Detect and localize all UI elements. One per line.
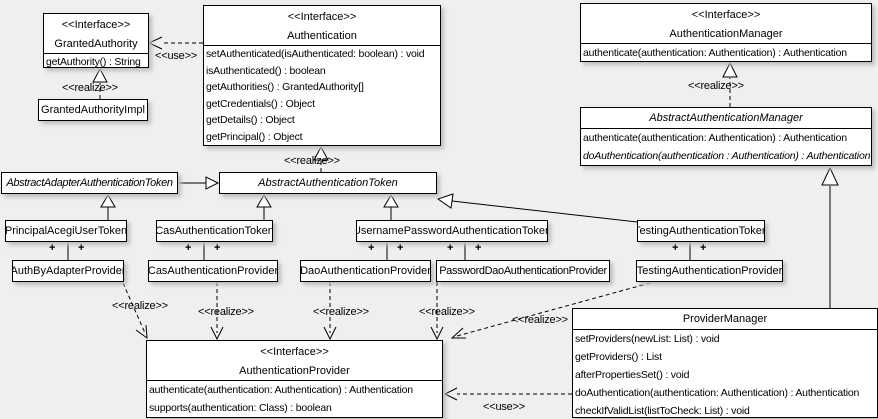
association-plus: + bbox=[447, 242, 454, 254]
method-row-abstract: doAuthentication(authentication : Authen… bbox=[583, 150, 871, 162]
class-box-password-dao-authentication-provider[interactable]: PasswordDaoAuthenticationProvider bbox=[436, 260, 610, 282]
class-name: GrantedAuthorityImpl bbox=[41, 104, 145, 116]
class-name: AbstractAuthenticationManager bbox=[649, 112, 803, 124]
class-name: AbstractAuthenticationToken bbox=[258, 177, 398, 189]
class-name: AbstractAdapterAuthenticationToken bbox=[6, 177, 173, 189]
association-plus: + bbox=[78, 242, 85, 254]
method-row: isAuthenticated() : boolean bbox=[206, 64, 326, 77]
class-name: GrantedAuthority bbox=[54, 38, 138, 50]
class-name: PasswordDaoAuthenticationProvider bbox=[439, 265, 607, 277]
realize-label: <<realize>> bbox=[419, 306, 475, 318]
class-name: CasAuthenticationProvider bbox=[148, 265, 278, 277]
method-row: doAuthentication(authentication: Authent… bbox=[575, 387, 860, 399]
realize-label: <<realize>> bbox=[313, 306, 369, 318]
stereotype-label: <<Interface>> bbox=[61, 19, 131, 31]
method-row: getCredentials() : Object bbox=[206, 97, 315, 110]
method-row: getAuthorities() : GrantedAuthority[] bbox=[206, 81, 364, 93]
method-row: authenticate(authentication: Authenticat… bbox=[583, 132, 847, 144]
method-row: getPrincipal() : Object bbox=[206, 130, 303, 143]
method-row: authenticate(authentication: Authenticat… bbox=[583, 47, 847, 59]
method-row: getDetails() : Object bbox=[206, 114, 295, 126]
generalization-lines bbox=[107, 182, 831, 308]
class-box-abstract-authentication-manager[interactable]: AbstractAuthenticationManager authentica… bbox=[580, 107, 872, 166]
method-row: getAuthority() : String bbox=[46, 56, 141, 68]
dashed-lines bbox=[99, 42, 731, 395]
method-row: checkIfValidList(listToCheck: List) : vo… bbox=[575, 405, 750, 417]
class-name: AuthByAdapterProvider bbox=[12, 265, 124, 277]
association-plus: + bbox=[368, 242, 375, 254]
stereotype-label: <<Interface>> bbox=[287, 11, 357, 23]
stereotype-label: <<Interface>> bbox=[691, 9, 761, 21]
method-row: getProviders() : List bbox=[575, 351, 662, 363]
class-box-testing-authentication-provider[interactable]: TestingAuthenticationProvider bbox=[636, 260, 783, 282]
class-name: TestingAuthenticationToken bbox=[637, 225, 765, 237]
method-row: setAuthenticated(isAuthenticated: boolea… bbox=[206, 48, 425, 60]
class-name: CasAuthenticationToken bbox=[156, 225, 273, 237]
open-arrowheads bbox=[135, 36, 466, 401]
class-box-granted-authority[interactable]: <<Interface>> GrantedAuthority getAuthor… bbox=[43, 13, 149, 68]
association-plus: + bbox=[49, 242, 56, 254]
association-plus: + bbox=[397, 242, 404, 254]
association-plus: + bbox=[700, 242, 707, 254]
class-name: Authentication bbox=[287, 30, 357, 42]
class-box-authentication-manager[interactable]: <<Interface>> AuthenticationManager auth… bbox=[580, 3, 872, 62]
class-box-principal-acegi-user-token[interactable]: PrincipalAcegiUserToken bbox=[5, 220, 127, 242]
class-name: ProviderManager bbox=[682, 313, 768, 325]
class-box-authentication[interactable]: <<Interface>> Authentication setAuthenti… bbox=[203, 5, 441, 146]
class-box-abstract-authentication-token[interactable]: AbstractAuthenticationToken bbox=[219, 172, 437, 194]
association-plus: + bbox=[185, 242, 192, 254]
triangle-arrowheads bbox=[92, 61, 839, 209]
class-name: DaoAuthenticationProvider bbox=[300, 265, 431, 277]
stereotype-label: <<Interface>> bbox=[260, 346, 329, 358]
use-label: <<use>> bbox=[483, 401, 526, 413]
class-box-testing-authentication-token[interactable]: TestingAuthenticationToken bbox=[637, 220, 765, 242]
method-row: authenticate(authentication: Authenticat… bbox=[149, 384, 413, 396]
class-name: TestingAuthenticationProvider bbox=[636, 265, 783, 277]
association-plus: + bbox=[475, 242, 482, 254]
realize-label: <<realize>> bbox=[512, 314, 568, 326]
class-box-provider-manager[interactable]: ProviderManager setProviders(newList: Li… bbox=[572, 308, 878, 418]
class-box-username-password-authentication-token[interactable]: UsernamePasswordAuthenticationToken bbox=[356, 220, 548, 242]
class-box-dao-authentication-provider[interactable]: DaoAuthenticationProvider bbox=[300, 260, 431, 282]
class-box-cas-authentication-provider[interactable]: CasAuthenticationProvider bbox=[148, 260, 278, 282]
use-label: <<use>> bbox=[155, 50, 198, 62]
realize-label: <<realize>> bbox=[112, 300, 168, 312]
class-name: AuthenticationManager bbox=[669, 28, 783, 40]
class-box-authentication-provider[interactable]: <<Interface>> AuthenticationProvider aut… bbox=[146, 340, 443, 418]
association-plus: + bbox=[214, 242, 221, 254]
association-lines bbox=[67, 242, 691, 260]
realize-label: <<realize>> bbox=[198, 306, 254, 318]
class-name: UsernamePasswordAuthenticationToken bbox=[356, 225, 548, 237]
class-box-auth-by-adapter-provider[interactable]: AuthByAdapterProvider bbox=[12, 260, 124, 282]
class-box-cas-authentication-token[interactable]: CasAuthenticationToken bbox=[156, 220, 273, 242]
class-box-abstract-adapter-authentication-token[interactable]: AbstractAdapterAuthenticationToken bbox=[1, 172, 178, 194]
realize-label: <<realize>> bbox=[688, 80, 744, 92]
class-box-granted-authority-impl[interactable]: GrantedAuthorityImpl bbox=[38, 99, 148, 121]
method-row: supports(authentication: Class) : boolea… bbox=[149, 402, 332, 414]
realize-label: <<realize>> bbox=[284, 155, 340, 167]
association-plus: + bbox=[672, 242, 679, 254]
method-row: setProviders(newList: List) : void bbox=[575, 333, 720, 345]
method-row: afterPropertiesSet() : void bbox=[575, 369, 690, 381]
class-name: PrincipalAcegiUserToken bbox=[5, 225, 127, 237]
realize-label: <<realize>> bbox=[62, 82, 118, 94]
class-name: AuthenticationProvider bbox=[239, 365, 350, 377]
